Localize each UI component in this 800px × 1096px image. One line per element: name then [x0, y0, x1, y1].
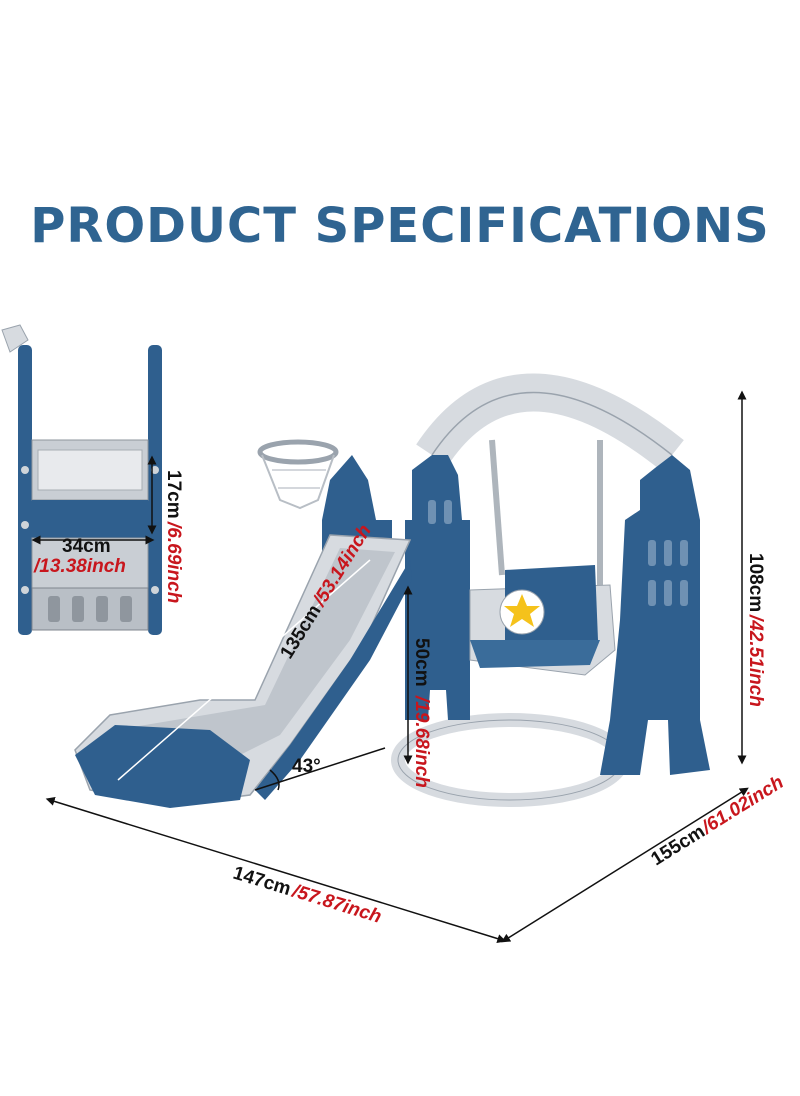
swing-height-label: 50cm /19.68inch [411, 638, 432, 788]
depth-line [501, 787, 749, 943]
width-label: 147cm /57.87inch [231, 863, 384, 928]
svg-text:108cm: 108cm [745, 553, 766, 612]
svg-text:/13.38inch: /13.38inch [33, 556, 126, 577]
svg-text:155cm: 155cm [648, 821, 709, 870]
svg-text:50cm: 50cm [411, 638, 432, 687]
slide-swing-set-image [74, 373, 710, 808]
page-title: PRODUCT SPECIFICATIONS [30, 198, 770, 254]
svg-text:147cm: 147cm [231, 863, 294, 900]
svg-text:/61.02inch: /61.02inch [698, 772, 788, 839]
svg-text:34cm: 34cm [62, 536, 111, 557]
ladder-step-label: 17cm /6.69inch [163, 470, 184, 603]
ladder-width-label: 34cm /13.38inch [33, 536, 126, 577]
width-line [45, 797, 507, 943]
slide-length-line [117, 559, 371, 781]
angle-arc [269, 769, 280, 791]
svg-text:/42.51inch: /42.51inch [745, 614, 766, 707]
angle-base-line [254, 747, 386, 791]
svg-text:17cm: 17cm [163, 470, 184, 519]
svg-text:/57.87inch: /57.87inch [289, 881, 384, 928]
svg-text:/19.68inch: /19.68inch [411, 695, 432, 788]
depth-label: 155cm /61.02inch [648, 772, 788, 870]
total-height-label: 108cm /42.51inch [745, 553, 766, 707]
slide-angle-label: 43° [292, 756, 321, 777]
svg-text:/6.69inch: /6.69inch [163, 521, 184, 603]
ladder-inset-image [1, 324, 162, 635]
